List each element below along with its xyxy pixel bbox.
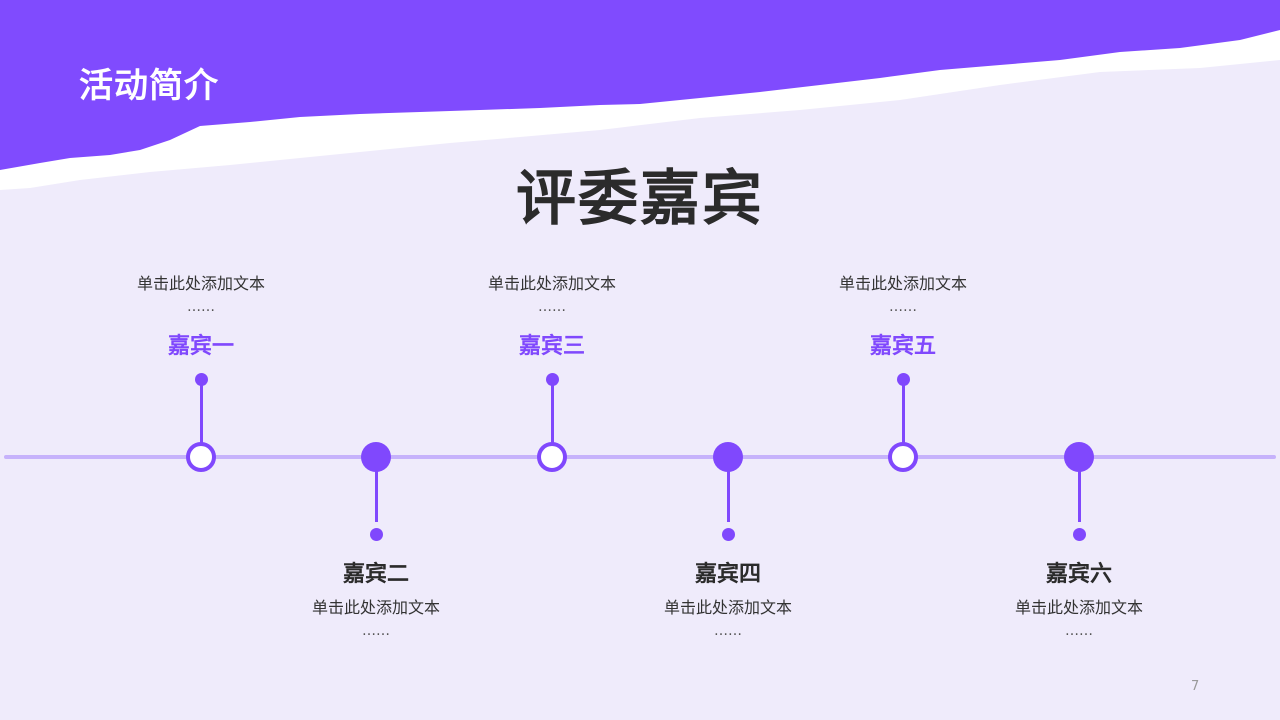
guest-item: 嘉宾二单击此处添加文本 …… (276, 556, 476, 638)
page-title: 评委嘉宾 (516, 164, 764, 234)
guest-name: 嘉宾五 (869, 334, 936, 359)
guest-name: 嘉宾一 (167, 334, 234, 359)
endpoint-dot (896, 373, 910, 386)
guest-description: 单击此处添加文本 (838, 274, 967, 293)
connector-line (374, 459, 378, 522)
endpoint-dot (1072, 528, 1086, 541)
ellipsis: …… (1065, 623, 1093, 639)
section-header: 活动简介 (79, 66, 219, 106)
endpoint-dot (369, 528, 383, 541)
connector-line (1077, 459, 1081, 522)
guest-name: 嘉宾六 (1045, 562, 1112, 587)
ellipsis: …… (362, 623, 390, 639)
connector-line (550, 382, 554, 445)
guest-item: 嘉宾四单击此处添加文本 …… (628, 556, 828, 638)
timeline-node (537, 442, 567, 472)
endpoint-dot (545, 373, 559, 386)
guest-name: 嘉宾三 (518, 334, 585, 359)
connector-line (726, 459, 730, 522)
guest-description: 单击此处添加文本 (487, 274, 616, 293)
endpoint-dot (194, 373, 208, 386)
guest-description: 单击此处添加文本 (311, 598, 440, 617)
guest-item: 单击此处添加文本 …… 嘉宾五 (803, 270, 1003, 360)
guest-item: 单击此处添加文本 …… 嘉宾一 (101, 270, 301, 360)
guest-description: 单击此处添加文本 (663, 598, 792, 617)
guest-item: 嘉宾六单击此处添加文本 …… (979, 556, 1179, 638)
ellipsis: …… (714, 623, 742, 639)
guest-description: 单击此处添加文本 (1014, 598, 1143, 617)
guest-item: 单击此处添加文本 …… 嘉宾三 (452, 270, 652, 360)
connector-line (199, 382, 203, 445)
ellipsis: …… (187, 299, 215, 315)
guest-description: 单击此处添加文本 (136, 274, 265, 293)
timeline-axis (4, 455, 1276, 459)
timeline-node (186, 442, 216, 472)
connector-line (901, 382, 905, 445)
timeline-node (713, 442, 743, 472)
ellipsis: …… (889, 299, 917, 315)
timeline-node (888, 442, 918, 472)
guest-name: 嘉宾二 (342, 562, 409, 587)
ellipsis: …… (538, 299, 566, 315)
endpoint-dot (721, 528, 735, 541)
page-number: 7 (1191, 679, 1200, 694)
timeline-node (361, 442, 391, 472)
guest-name: 嘉宾四 (694, 562, 761, 587)
timeline-node (1064, 442, 1094, 472)
